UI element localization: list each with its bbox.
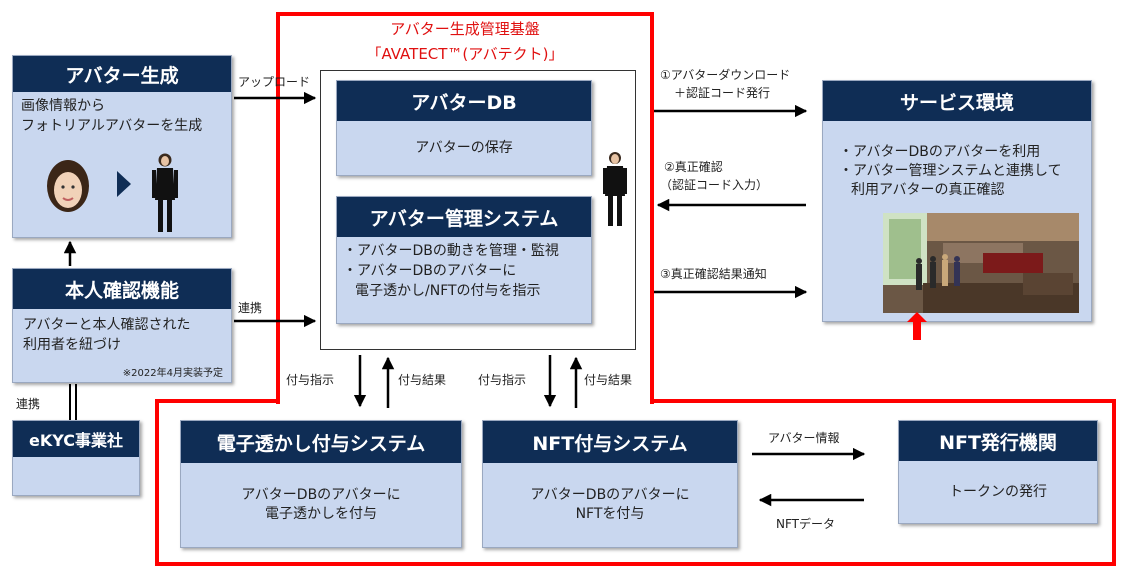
avatar-db-body: アバターの保存 [415,139,513,156]
watermark-line2: 電子透かしを付与 [265,506,377,522]
grant-instr2-label: 付与指示 [478,373,527,387]
platform-avatar-figure-icon [603,152,627,226]
avatar-gen-body: 画像情報から フォトリアルアバターを生成 [13,96,231,237]
platform-title: アバター生成管理基盤 「AVATECT™(アバテクト)」 [276,18,654,64]
platform-title-line1: アバター生成管理基盤 [390,20,540,38]
flow3-label: ③真正確認結果通知 [660,267,767,281]
avatar-mgmt-body: ・アバターDBの動きを管理・監視 ・アバターDBのアバターに 電子透かし/NFT… [337,241,591,323]
watermark-body: アバターDBのアバターに 電子透かしを付与 [181,463,461,547]
nft-system-title: NFT付与システム [483,421,737,463]
avatar-gen-card: アバター生成 画像情報から フォトリアルアバターを生成 [12,55,232,238]
service-line1: ・アバターDBのアバターを利用 [839,144,1041,160]
service-body: ・アバターDBのアバターを利用 ・アバター管理システムと連携して 利用アバターの… [823,143,1091,321]
nft-system-card: NFT付与システム アバターDBのアバターに NFTを付与 [482,420,738,548]
upload-label: アップロード [238,75,311,89]
service-title: サービス環境 [823,81,1091,121]
service-line3: 利用アバターの真正確認 [851,182,1005,198]
identity-body: アバターと本人確認された 利用者を紐づけ [13,315,231,382]
nft-issuer-title: NFT発行機関 [899,421,1097,461]
flow2-label-line1: ②真正確認 [664,160,723,174]
link2-label: 連携 [16,397,41,411]
nft-issuer-body: トークンの発行 [949,483,1047,500]
identity-line1: アバターと本人確認された [23,317,191,333]
link1-label: 連携 [238,301,263,315]
watermark-card: 電子透かし付与システム アバターDBのアバターに 電子透かしを付与 [180,420,462,548]
flow1-label-line2: ＋認証コード発行 [674,86,771,100]
nft-system-body: アバターDBのアバターに NFTを付与 [483,463,737,547]
platform-title-line2: 「AVATECT™(アバテクト)」 [366,45,564,63]
service-line2: ・アバター管理システムと連携して [839,163,1062,179]
flow1-label-line1: ①アバターダウンロード [660,68,791,82]
grant-result2-label: 付与結果 [584,373,633,387]
avatar-gen-line2: フォトリアルアバターを生成 [21,118,203,134]
nft-system-line1: アバターDBのアバターに [530,487,690,503]
identity-line2: 利用者を紐づけ [23,337,121,353]
avatar-db-title: アバターDB [337,81,591,121]
avatar-mgmt-line3: 電子透かし/NFTの付与を指示 [355,283,541,299]
service-room-image [883,213,1079,313]
avatar-db-card: アバターDB アバターの保存 [336,80,592,176]
flow2-label-line2: （認証コード入力） [660,178,769,192]
identity-note: ※2022年4月実装予定 [122,368,223,379]
avatar-mgmt-title: アバター管理システム [337,197,591,237]
nft-system-line2: NFTを付与 [575,506,645,522]
flow2-label: ②真正確認 （認証コード入力） [660,158,768,194]
service-red-up-arrow [907,312,927,340]
avatar-info-label: アバター情報 [768,431,840,445]
avatar-mgmt-line2: ・アバターDBのアバターに [343,263,517,279]
frame-merge-mask [280,396,650,404]
avatar-gen-title: アバター生成 [13,56,231,92]
watermark-line1: アバターDBのアバターに [241,487,401,503]
ekyc-title: eKYC事業社 [13,421,139,457]
nft-issuer-card: NFT発行機関 トークンの発行 [898,420,1098,524]
watermark-title: 電子透かし付与システム [181,421,461,463]
service-card: サービス環境 ・アバターDBのアバターを利用 ・アバター管理システムと連携して … [822,80,1092,322]
generate-arrow-icon [117,171,131,197]
ekyc-card: eKYC事業社 [12,420,140,496]
identity-card: 本人確認機能 アバターと本人確認された 利用者を紐づけ ※2022年4月実装予定 [12,268,232,383]
flow1-label: ①アバターダウンロード ＋認証コード発行 [660,66,790,102]
avatar-gen-line1: 画像情報から [21,98,105,114]
avatar-mgmt-card: アバター管理システム ・アバターDBの動きを管理・監視 ・アバターDBのアバター… [336,196,592,324]
generated-avatar-figure-icon [152,153,178,232]
nft-data-label: NFTデータ [776,517,835,531]
identity-title: 本人確認機能 [13,269,231,309]
face-photo-icon [47,160,89,212]
grant-instr1-label: 付与指示 [286,373,335,387]
avatar-mgmt-line1: ・アバターDBの動きを管理・監視 [343,243,559,259]
grant-result1-label: 付与結果 [398,373,447,387]
